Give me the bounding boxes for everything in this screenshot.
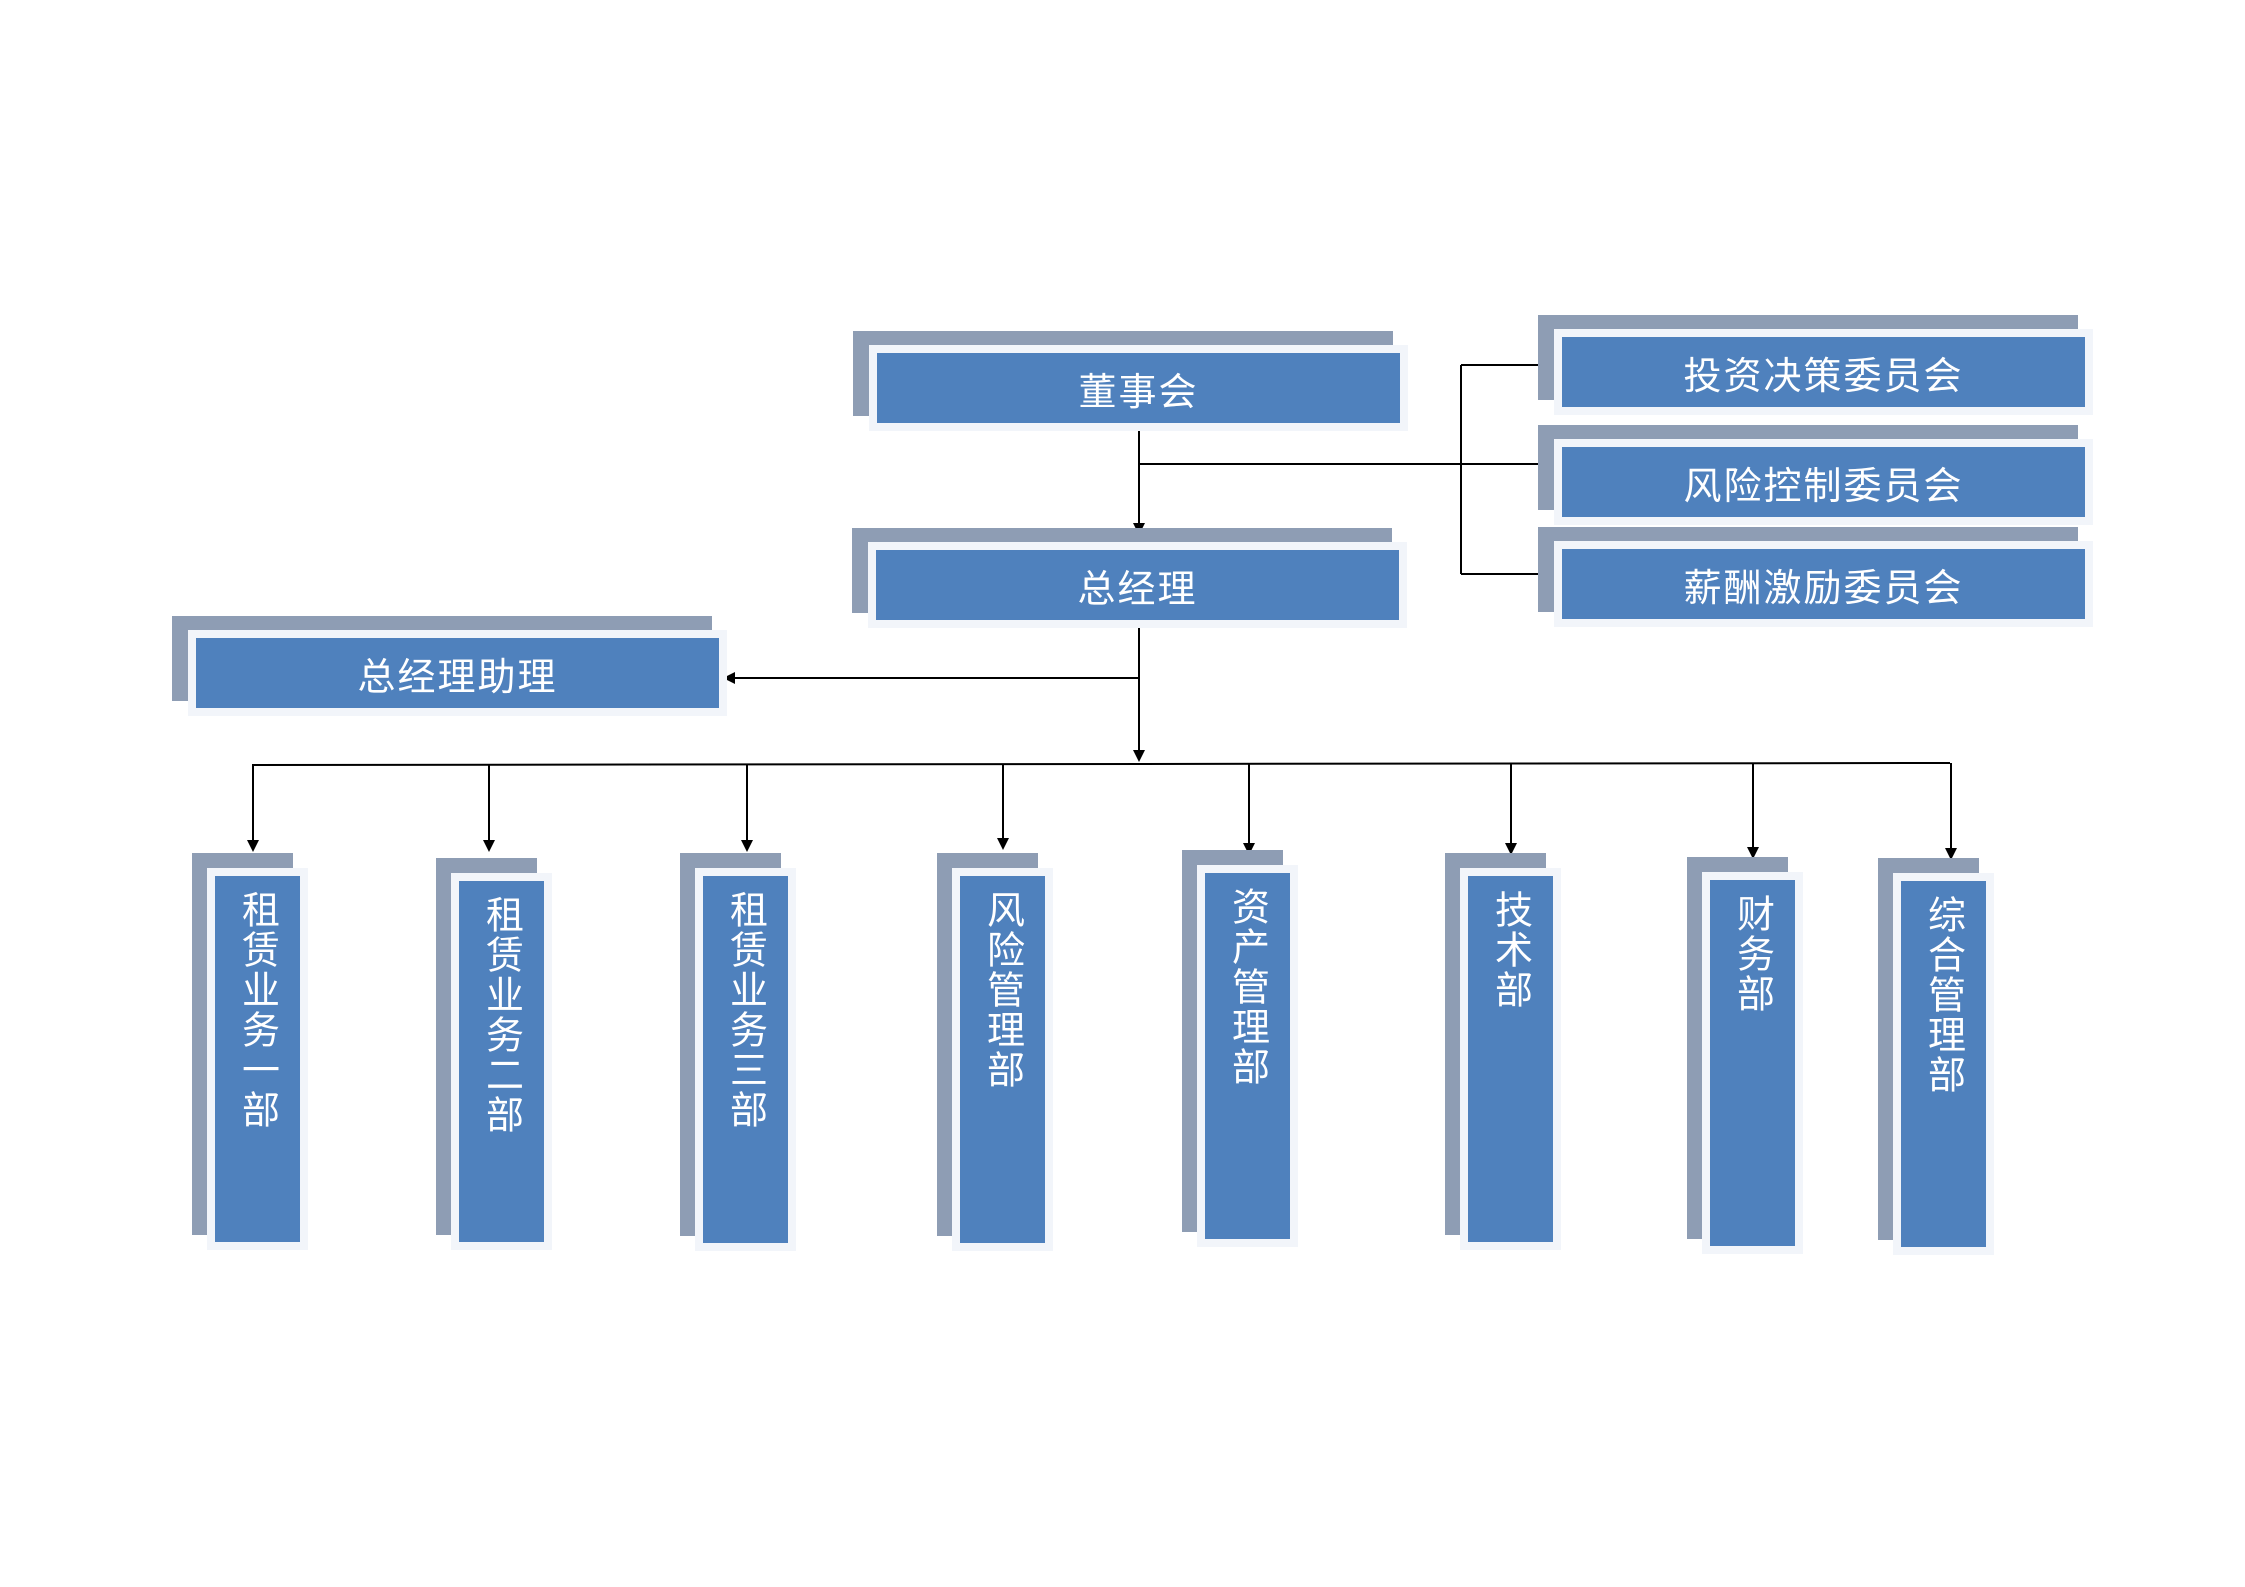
department-node-general-management: 综合管理部 xyxy=(1878,858,1994,1255)
board-label: 董事会 xyxy=(1078,369,1199,414)
committee-node-risk: 风险控制委员会 xyxy=(1538,425,2093,525)
department-label: 租赁业务二部 xyxy=(479,895,524,1135)
assistant-node: 总经理助理 xyxy=(172,616,727,716)
committee-label: 风险控制委员会 xyxy=(1683,463,1964,508)
department-node-technology: 技术部 xyxy=(1445,853,1561,1250)
department-label: 风险管理部 xyxy=(980,890,1025,1090)
department-node-leasing-1: 租赁业务一部 xyxy=(192,853,308,1250)
department-node-leasing-3: 租赁业务三部 xyxy=(680,853,796,1251)
department-label: 租赁业务一部 xyxy=(235,890,280,1130)
gm-node: 总经理 xyxy=(852,528,1407,628)
assistant-label: 总经理助理 xyxy=(357,654,558,699)
department-label: 资产管理部 xyxy=(1225,887,1270,1087)
department-node-risk-management: 风险管理部 xyxy=(937,853,1053,1251)
line-department-bus xyxy=(251,762,1951,766)
committee-node-compensation: 薪酬激励委员会 xyxy=(1538,527,2093,627)
department-node-finance: 财务部 xyxy=(1687,857,1803,1254)
gm-label: 总经理 xyxy=(1077,566,1198,611)
board-node: 董事会 xyxy=(853,331,1408,431)
department-label: 租赁业务三部 xyxy=(723,890,768,1130)
department-label: 财务部 xyxy=(1730,894,1775,1014)
department-label: 综合管理部 xyxy=(1921,895,1966,1095)
department-node-asset-management: 资产管理部 xyxy=(1182,850,1298,1247)
department-node-leasing-2: 租赁业务二部 xyxy=(436,858,552,1250)
committee-node-investment: 投资决策委员会 xyxy=(1538,315,2093,415)
committee-label: 投资决策委员会 xyxy=(1683,353,1964,398)
department-label: 技术部 xyxy=(1488,890,1533,1010)
committee-label: 薪酬激励委员会 xyxy=(1683,565,1964,610)
